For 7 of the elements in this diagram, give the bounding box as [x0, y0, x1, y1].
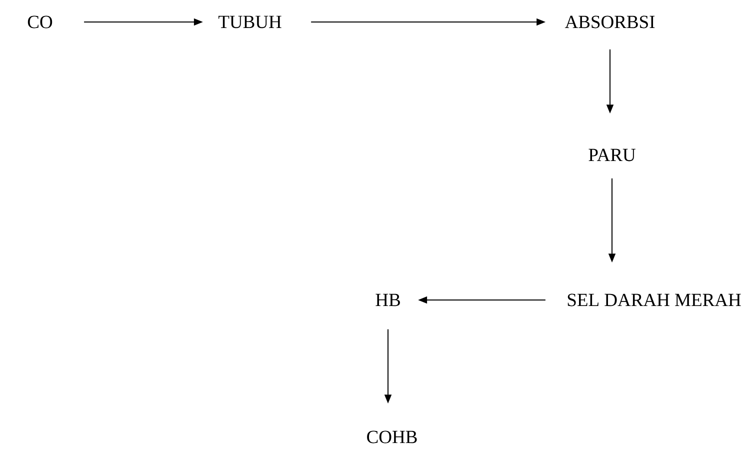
- flow-label: COHB: [367, 430, 417, 444]
- flow-label: TUBUH: [218, 16, 282, 28]
- flow-label: CO: [28, 16, 52, 28]
- flow-label: PARU: [588, 148, 636, 162]
- flow-label: HB: [376, 294, 400, 306]
- flow-label: ABSORBSI: [564, 16, 655, 28]
- flow-label: SEL DARAH MERAH: [568, 294, 741, 306]
